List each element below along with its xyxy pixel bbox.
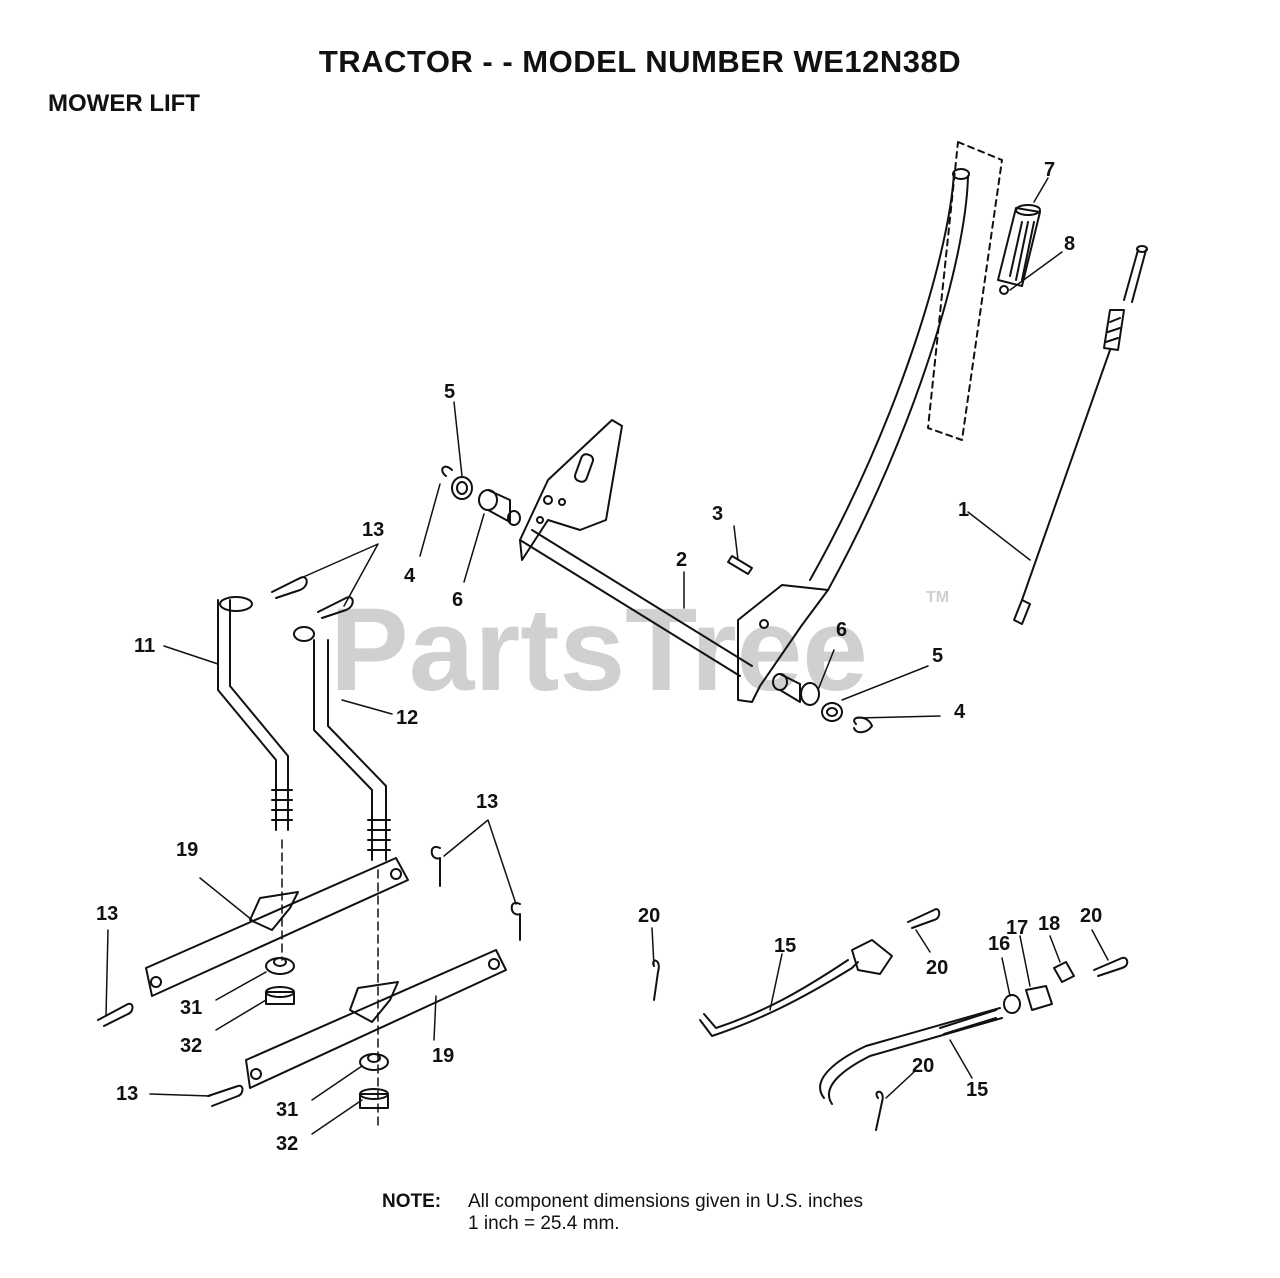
watermark: PartsTree TM (330, 584, 949, 716)
callout-4a: 4 (404, 565, 416, 587)
callout-20a: 20 (638, 905, 660, 927)
callout-15b: 15 (966, 1079, 988, 1101)
lift-rod-lower (819, 961, 1075, 1105)
lift-handle (519, 168, 970, 703)
callout-5a: 5 (444, 381, 455, 403)
callout-13d: 13 (116, 1083, 138, 1105)
rod-clips (652, 908, 1129, 1131)
callout-20d: 20 (912, 1055, 934, 1077)
callout-6a: 6 (452, 589, 463, 611)
watermark-text: PartsTree (330, 584, 868, 716)
callout-13b: 13 (476, 791, 498, 813)
lift-link-11 (217, 596, 293, 831)
dimension-note: NOTE: All component dimensions given in U… (382, 1191, 863, 1235)
callout-7: 7 (1044, 159, 1055, 181)
page-title: TRACTOR - - MODEL NUMBER WE12N38D (318, 44, 962, 79)
callout-13c: 13 (96, 903, 118, 925)
note-line-1: All component dimensions given in U.S. i… (468, 1191, 863, 1212)
callout-31a: 31 (180, 997, 202, 1019)
callout-2: 2 (676, 549, 687, 571)
handle-grip (997, 204, 1041, 295)
callout-16: 16 (988, 933, 1010, 955)
callout-3: 3 (712, 503, 723, 525)
upper-hardware (441, 465, 873, 734)
section-title: MOWER LIFT (48, 90, 200, 117)
lift-bar-upper (145, 857, 409, 997)
callout-32a: 32 (180, 1035, 202, 1057)
lift-rod-upper (699, 939, 893, 1037)
callout-labels: 1 2 3 4 4 5 5 6 6 7 8 11 12 13 13 13 13 … (96, 159, 1102, 1155)
callout-15a: 15 (774, 935, 796, 957)
callout-6b: 6 (836, 619, 847, 641)
callout-32b: 32 (276, 1133, 298, 1155)
callout-12: 12 (396, 707, 418, 729)
callout-20b: 20 (926, 957, 948, 979)
watermark-tm: TM (926, 589, 949, 606)
callout-5b: 5 (932, 645, 943, 667)
callout-17: 17 (1006, 917, 1028, 939)
callout-18: 18 (1038, 913, 1060, 935)
callout-19a: 19 (176, 839, 198, 861)
note-line-2: 1 inch = 25.4 mm. (468, 1213, 620, 1234)
handle-extension-outline (927, 141, 1003, 441)
callout-11: 11 (134, 635, 155, 657)
callout-4b: 4 (954, 701, 966, 723)
lift-link-12 (293, 626, 391, 861)
mounting-plate (519, 419, 623, 561)
leader-lines (105, 177, 1109, 1135)
callout-13a: 13 (362, 519, 384, 541)
callout-19b: 19 (432, 1045, 454, 1067)
note-label: NOTE: (382, 1191, 442, 1212)
callout-31b: 31 (276, 1099, 298, 1121)
lift-cable (1013, 245, 1148, 625)
callout-8: 8 (1064, 233, 1075, 255)
lift-bar-lower (245, 949, 507, 1089)
callout-1: 1 (958, 499, 969, 521)
callout-20c: 20 (1080, 905, 1102, 927)
